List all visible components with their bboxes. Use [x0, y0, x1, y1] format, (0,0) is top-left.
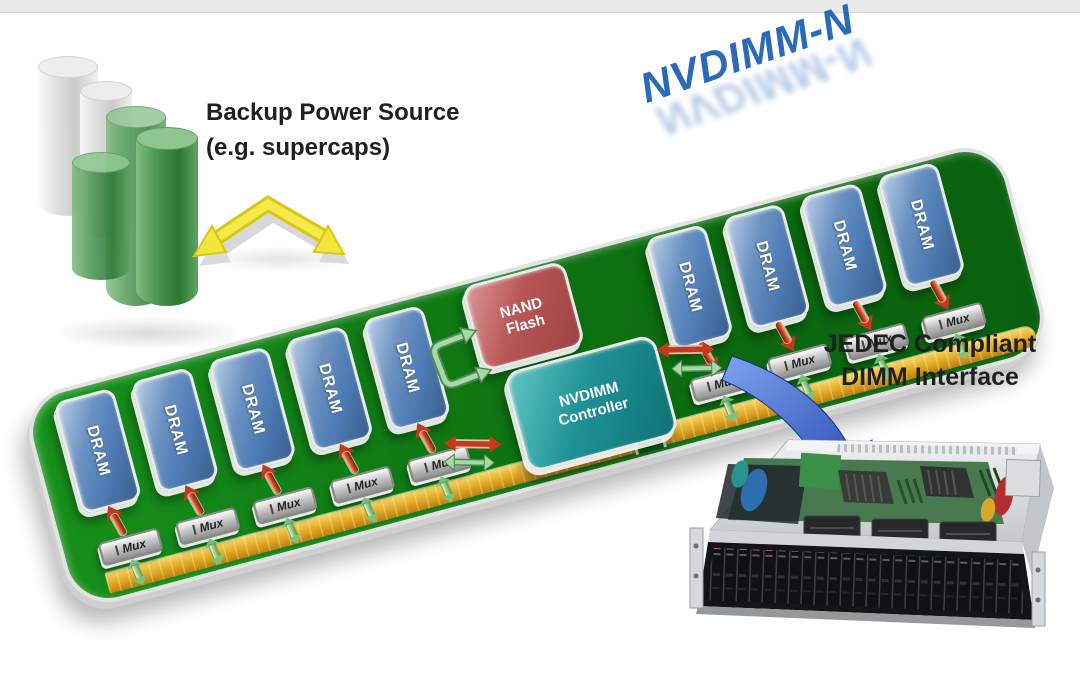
backup-power-line2: (e.g. supercaps) — [206, 133, 391, 161]
bus-arrow — [279, 516, 304, 546]
server-front-panel — [689, 527, 1046, 628]
dram-label: DRAM — [392, 340, 423, 396]
jedec-label: JEDEC Compliant DIMM Interface — [808, 328, 1052, 393]
backup-power-supercaps — [30, 50, 248, 350]
dram-chip: DRAM — [644, 223, 735, 352]
dram-chip: DRAM — [876, 161, 967, 290]
mux-label: Mux — [352, 474, 380, 494]
dram-label: DRAM — [237, 382, 268, 437]
backup-power-line1: Backup Power Source — [206, 99, 460, 126]
dram-label: DRAM — [315, 361, 346, 417]
jedec-line2: DIMM Interface — [841, 362, 1019, 391]
mux-label: Mux — [275, 494, 302, 515]
dram-chip: DRAM — [721, 202, 812, 331]
nvdimm-controller-label: NVDIMM Controller — [556, 378, 631, 430]
yellow-power-arrow — [192, 195, 349, 266]
top-gray-bar — [0, 0, 1080, 13]
server-image — [689, 439, 1054, 628]
module-title: NVDIMM-N NVDIMM-N — [634, 0, 877, 145]
supercap-cylinder — [136, 127, 198, 306]
jedec-line1: JEDEC Compliant — [823, 330, 1037, 358]
dram-data-arrow — [924, 276, 957, 315]
server-top-deck — [708, 439, 1054, 576]
dram-label: DRAM — [675, 259, 705, 315]
dram-label: DRAM — [160, 403, 191, 458]
dram-data-arrow — [100, 501, 132, 539]
dram-data-arrow — [332, 439, 364, 477]
green-link-arrow — [671, 359, 722, 378]
bus-arrow — [357, 495, 382, 525]
green-loop-arrow — [430, 327, 493, 389]
dram-label: DRAM — [906, 197, 937, 253]
dram-chip: DRAM — [130, 366, 220, 495]
nand-flash-label: NAND Flash — [497, 294, 547, 338]
mux-label: Mux — [197, 515, 225, 536]
dram-label: DRAM — [752, 239, 783, 294]
supercap-cylinder — [72, 152, 130, 280]
supercaps-shadow — [48, 316, 248, 350]
bus-arrow — [202, 536, 227, 566]
dram-chip: DRAM — [799, 181, 890, 311]
dram-data-arrow — [409, 418, 441, 457]
mux-label: Mux — [120, 536, 148, 556]
green-link-arrow — [444, 453, 495, 472]
red-link-arrow — [656, 341, 715, 358]
bus-arrow — [125, 557, 150, 587]
red-link-arrow — [443, 435, 502, 453]
dram-label: DRAM — [829, 218, 860, 274]
dram-chip: DRAM — [52, 387, 143, 516]
backup-power-label: Backup Power Source (e.g. supercaps) — [206, 96, 459, 166]
dram-chip: DRAM — [207, 345, 298, 474]
dram-chip: DRAM — [284, 324, 375, 454]
dram-data-arrow — [177, 480, 209, 519]
dram-data-arrow — [254, 460, 286, 498]
bus-arrow — [434, 474, 459, 504]
nvdimm-board: DRAM Mux DRAM — [18, 137, 1055, 613]
dram-label: DRAM — [83, 423, 114, 479]
